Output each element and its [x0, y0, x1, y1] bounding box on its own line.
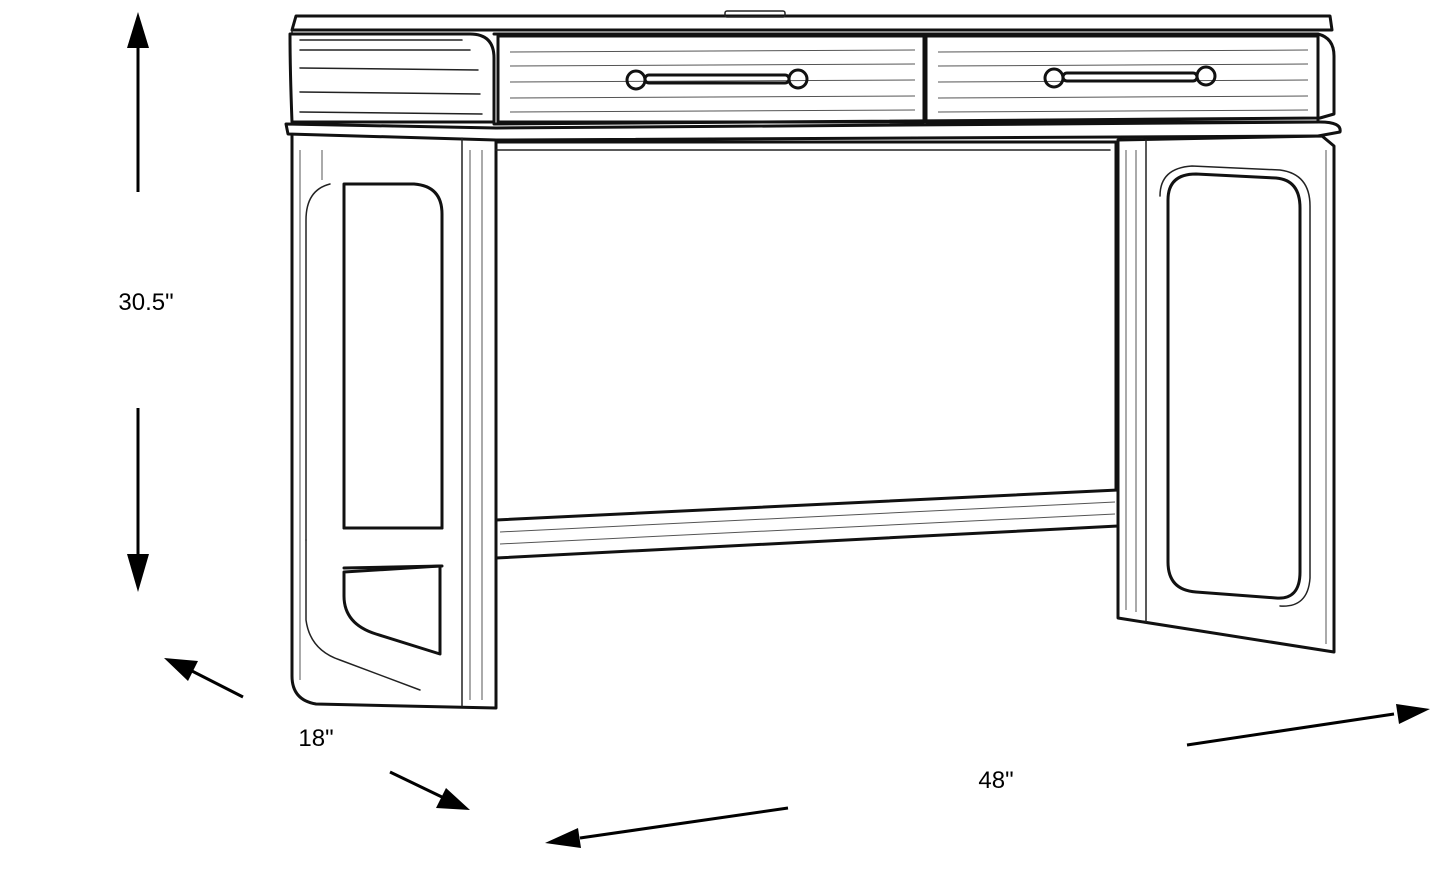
drawer-left: [496, 34, 926, 124]
back-rail: [494, 140, 1118, 492]
height-arrow-up: [127, 12, 149, 192]
height-dimension: 30.5": [118, 12, 174, 592]
left-leg: [290, 134, 498, 710]
apron: [284, 32, 1342, 142]
drawer-right: [924, 34, 1320, 124]
height-label: 30.5": [118, 289, 173, 316]
right-leg: [1116, 134, 1336, 654]
table-top: [290, 10, 1334, 35]
depth-dimension: 18": [164, 658, 470, 810]
width-label: 48": [978, 767, 1013, 794]
width-dimension: 48": [545, 704, 1430, 848]
front-stretcher: [494, 488, 1120, 560]
depth-arrow-down-right: [389, 770, 470, 810]
drawer-pull-right: [1043, 65, 1217, 89]
console-table-drawing: [284, 10, 1342, 710]
height-arrow-down: [127, 408, 149, 592]
drawer-pull-left: [625, 68, 809, 91]
depth-arrow-up-left: [164, 658, 244, 699]
depth-label: 18": [298, 725, 333, 752]
width-arrow-right: [1186, 704, 1430, 747]
width-arrow-left: [545, 806, 789, 848]
